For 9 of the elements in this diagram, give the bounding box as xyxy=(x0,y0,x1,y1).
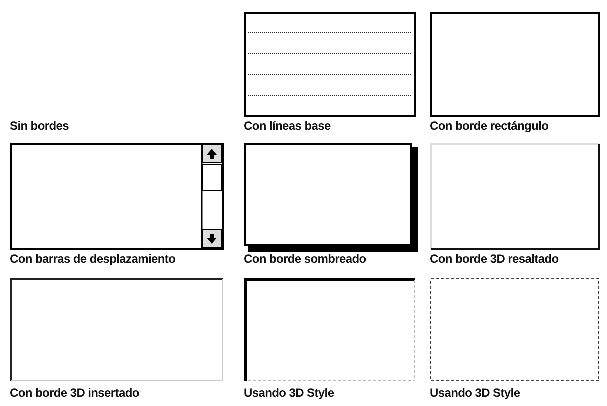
caption: Con borde sombreado xyxy=(244,252,366,266)
caption: Con borde 3D insertado xyxy=(10,386,140,400)
caption: Con barras de desplazamiento xyxy=(10,252,176,266)
caption: Con líneas base xyxy=(244,119,331,133)
caption: Sin bordes xyxy=(10,119,70,133)
caption: Usando 3D Style xyxy=(244,386,334,400)
caption: Con borde rectángulo xyxy=(430,119,549,133)
caption: Con borde 3D resaltado xyxy=(430,252,559,266)
caption: Usando 3D Style xyxy=(430,386,520,400)
